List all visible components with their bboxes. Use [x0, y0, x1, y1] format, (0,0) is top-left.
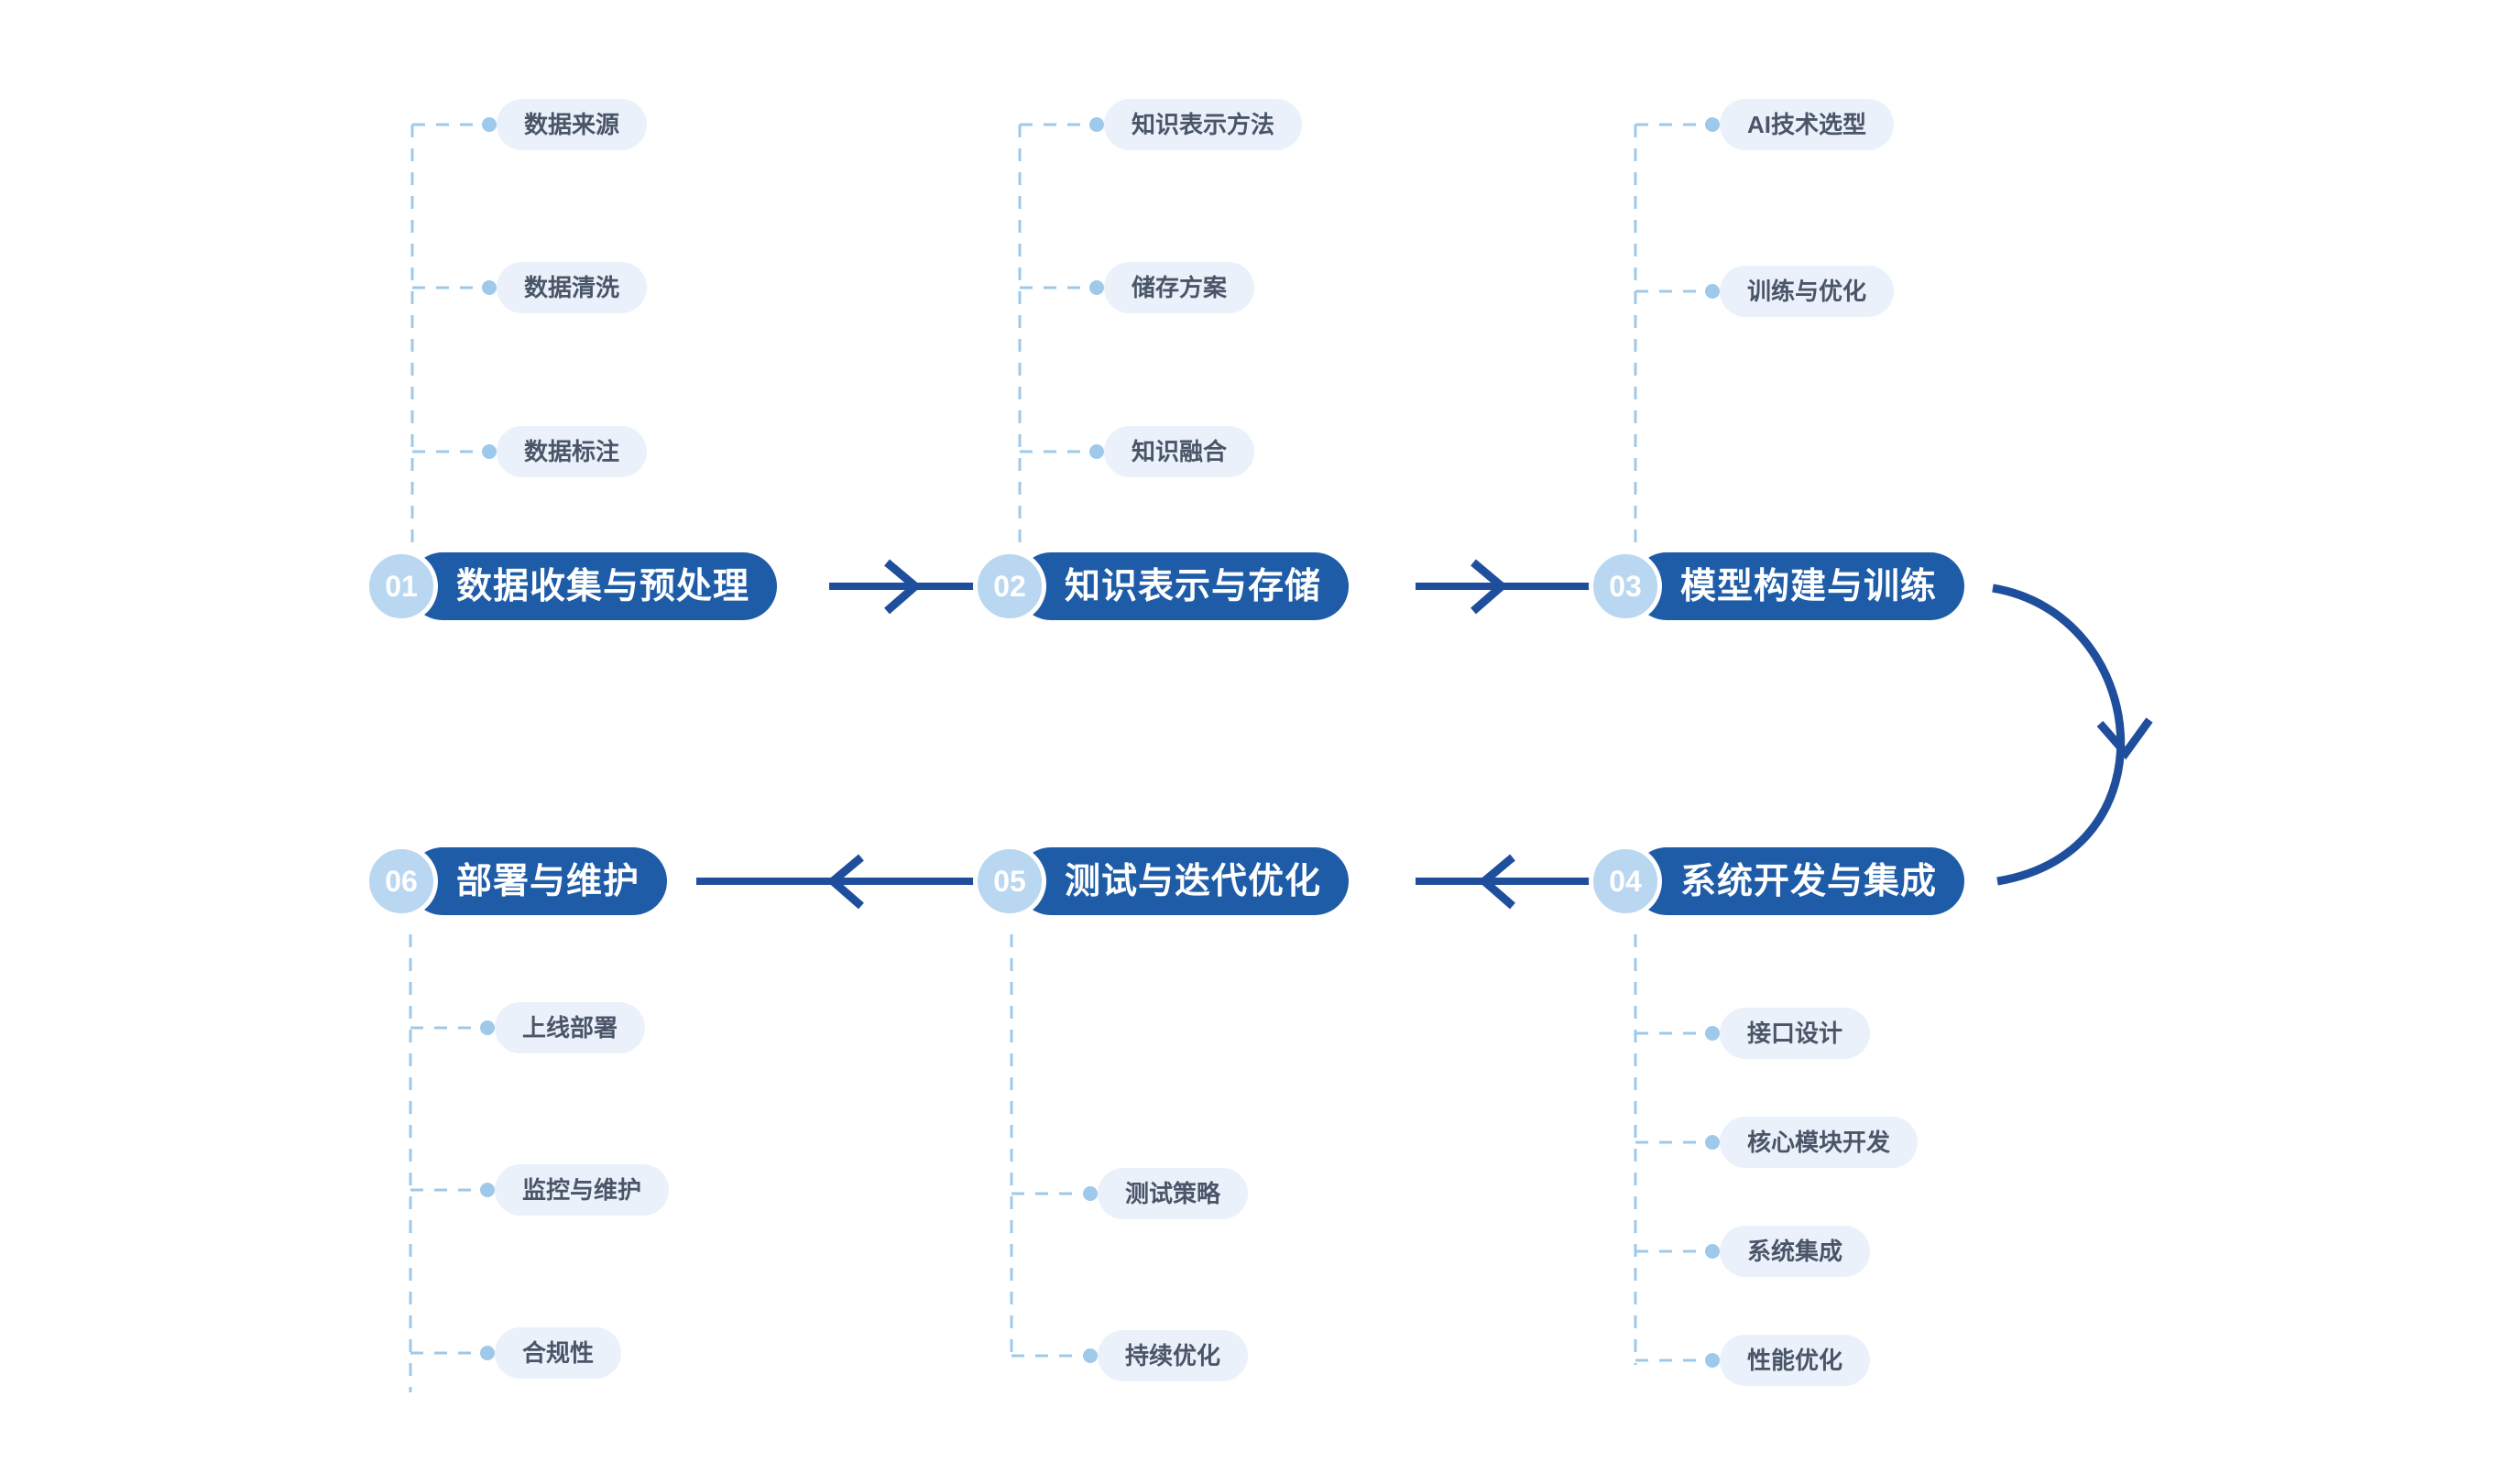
sub-item-pill[interactable]: 接口设计	[1720, 1008, 1871, 1059]
stage-label: 数据收集与预处理	[456, 566, 750, 606]
sub-item-dot	[480, 1346, 495, 1360]
stage-number: 04	[1609, 865, 1642, 898]
stage-badge: 02	[973, 550, 1046, 623]
sub-item-pill[interactable]: 合规性	[495, 1327, 622, 1379]
sub-item-dot	[1705, 117, 1720, 132]
sub-item-label: 知识表示方法	[1132, 111, 1275, 138]
sub-item-label: 核心模块开发	[1747, 1129, 1891, 1156]
stage-number: 06	[385, 865, 418, 898]
stage-number: 03	[1609, 570, 1642, 603]
stage-pill: 部署与维护	[409, 847, 668, 915]
sub-item-dot	[1083, 1348, 1098, 1363]
stage-number: 05	[993, 865, 1026, 898]
sub-item-dot	[482, 280, 497, 295]
sub-item-pill[interactable]: 储存方案	[1104, 262, 1255, 313]
sub-item-pill[interactable]: AI技术选型	[1720, 99, 1895, 150]
sub-item-label: 训练与优化	[1747, 278, 1867, 305]
sub-item-label: 数据标注	[524, 438, 620, 465]
dashed-tree-stage-06	[409, 934, 487, 1392]
sub-item-dot	[482, 117, 497, 132]
sub-item-label: 数据清洗	[524, 274, 620, 301]
sub-item-pill[interactable]: 数据清洗	[497, 262, 648, 313]
stage-label: 模型构建与训练	[1680, 566, 1938, 606]
sub-item-pill[interactable]: 持续优化	[1098, 1330, 1249, 1381]
sub-item-label: 持续优化	[1125, 1342, 1221, 1369]
stage-label: 部署与维护	[456, 861, 640, 901]
sub-item-pill[interactable]: 性能优化	[1720, 1335, 1871, 1386]
sub-item-label: 储存方案	[1132, 274, 1228, 301]
sub-item-label: 知识融合	[1132, 438, 1228, 465]
stage-number: 02	[993, 570, 1026, 603]
sub-item-label: 监控与维护	[522, 1176, 642, 1204]
stage-pill: 系统开发与集成	[1633, 847, 1965, 915]
flow-arrow-02-03	[1416, 559, 1599, 615]
sub-item-dot	[1089, 444, 1104, 459]
sub-item-pill[interactable]: 知识表示方法	[1104, 99, 1303, 150]
dashed-tree-stage-04	[1634, 934, 1712, 1365]
flow-arrow-01-02	[829, 559, 985, 615]
stage-number: 01	[385, 570, 418, 603]
stage-pill: 数据收集与预处理	[409, 552, 778, 620]
stage-badge: 05	[973, 845, 1046, 918]
sub-item-pill[interactable]: 数据来源	[497, 99, 648, 150]
sub-item-label: 测试策略	[1125, 1180, 1221, 1207]
stage-badge: 06	[365, 845, 438, 918]
sub-item-dot	[1705, 1135, 1720, 1150]
stage-label: 测试与迭代优化	[1065, 861, 1322, 901]
sub-item-label: 合规性	[522, 1339, 595, 1367]
sub-item-dot	[480, 1183, 495, 1197]
dashed-tree-stage-03	[1634, 123, 1712, 550]
sub-item-dot	[1705, 1353, 1720, 1368]
stage-pill: 知识表示与存储	[1017, 552, 1350, 620]
sub-item-pill[interactable]: 监控与维护	[495, 1164, 670, 1216]
sub-item-label: 上线部署	[522, 1014, 618, 1042]
stage-badge: 03	[1589, 550, 1662, 623]
flow-arrow-03-04-curve	[1992, 584, 2153, 886]
stage-badge: 04	[1589, 845, 1662, 918]
sub-item-label: 性能优化	[1747, 1347, 1843, 1374]
dashed-tree-stage-01	[410, 123, 489, 550]
sub-item-dot	[480, 1020, 495, 1035]
flow-arrow-04-05	[1416, 854, 1599, 910]
sub-item-pill[interactable]: 上线部署	[495, 1002, 646, 1053]
sub-item-dot	[1705, 1026, 1720, 1041]
stage-badge: 01	[365, 550, 438, 623]
stage-label: 系统开发与集成	[1680, 861, 1938, 901]
sub-item-dot	[482, 444, 497, 459]
dashed-tree-stage-05	[1010, 934, 1090, 1358]
stage-pill: 模型构建与训练	[1633, 552, 1965, 620]
sub-item-label: 数据来源	[524, 111, 620, 138]
stage-pill: 测试与迭代优化	[1017, 847, 1350, 915]
sub-item-pill[interactable]: 训练与优化	[1720, 266, 1895, 317]
sub-item-pill[interactable]: 数据标注	[497, 426, 648, 477]
sub-item-label: 接口设计	[1747, 1020, 1843, 1047]
sub-item-pill[interactable]: 核心模块开发	[1720, 1117, 1919, 1168]
sub-item-dot	[1705, 284, 1720, 299]
sub-item-dot	[1089, 117, 1104, 132]
sub-item-dot	[1089, 280, 1104, 295]
sub-item-pill[interactable]: 测试策略	[1098, 1168, 1249, 1219]
dashed-tree-stage-02	[1018, 123, 1097, 550]
sub-item-pill[interactable]: 知识融合	[1104, 426, 1255, 477]
sub-item-label: AI技术选型	[1747, 111, 1867, 138]
sub-item-dot	[1705, 1244, 1720, 1259]
sub-item-pill[interactable]: 系统集成	[1720, 1226, 1871, 1277]
sub-item-dot	[1083, 1186, 1098, 1201]
flow-arrow-05-06	[696, 854, 985, 910]
sub-item-label: 系统集成	[1747, 1238, 1843, 1265]
stage-label: 知识表示与存储	[1065, 566, 1322, 606]
